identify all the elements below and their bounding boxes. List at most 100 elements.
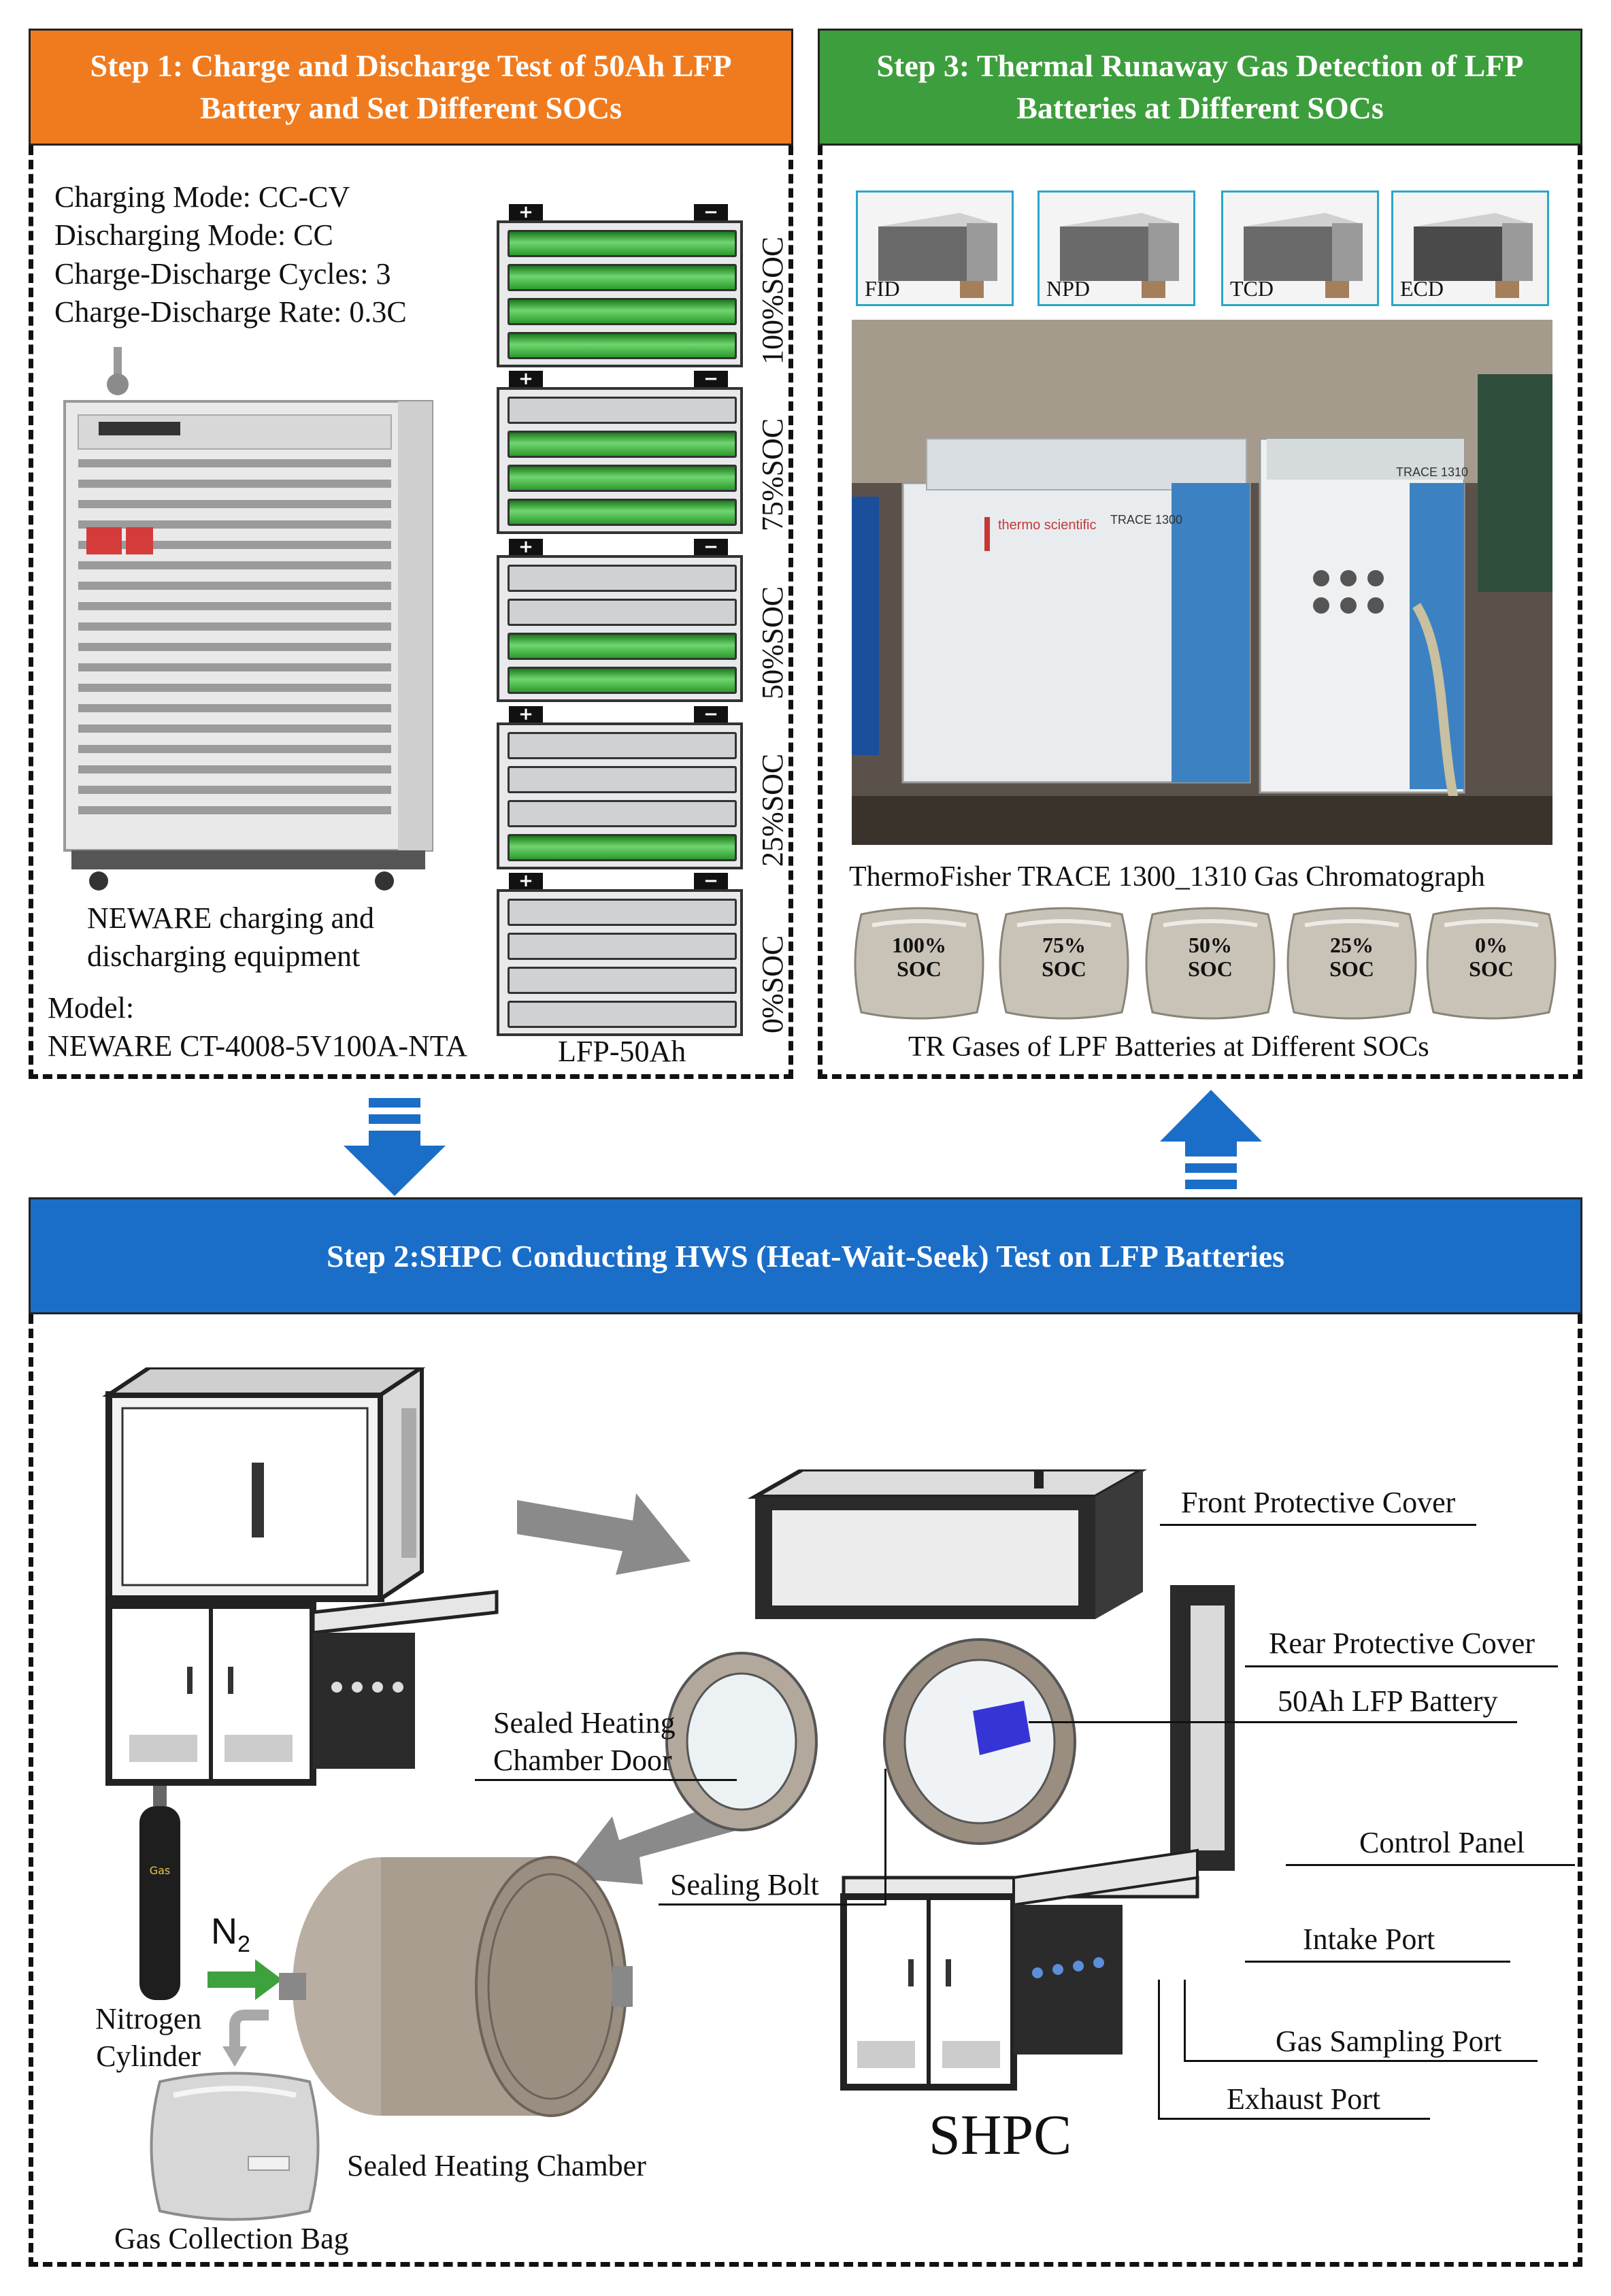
- battery-plus-terminal: +: [509, 872, 543, 891]
- leader-rear-cover: [1245, 1665, 1558, 1667]
- battery-soc-3: +−: [497, 705, 743, 869]
- leader-bolt-v: [884, 1769, 886, 1905]
- tr-gas-bag-2: 50%SOC: [1143, 905, 1278, 1022]
- leader-front-cover: [1160, 1524, 1476, 1526]
- step3-header: Step 3: Thermal Runaway Gas Detection of…: [818, 29, 1582, 146]
- soc-label-0: 100%SOC: [756, 236, 789, 365]
- tr-gas-bag-1: 75%SOC: [997, 905, 1131, 1022]
- label-cylinder: Nitrogen Cylinder: [95, 2000, 201, 2075]
- detector-label: ECD: [1400, 276, 1444, 301]
- tr-gas-bag-0: 100%SOC: [852, 905, 986, 1022]
- detector-module-icon: [878, 213, 997, 298]
- gas-bag-percent: 0%: [1475, 933, 1508, 957]
- n2-text: N: [211, 1911, 237, 1952]
- gas-bag-soc: SOC: [1188, 956, 1233, 982]
- battery-plus-terminal: +: [509, 705, 543, 724]
- battery-minus-terminal: −: [694, 203, 728, 222]
- label-sampling: Gas Sampling Port: [1276, 2025, 1502, 2058]
- gray-arrow-right: [517, 1493, 691, 1575]
- tr-gas-bag-4: 0%SOC: [1424, 905, 1559, 1022]
- label-front-cover: Front Protective Cover: [1181, 1486, 1456, 1519]
- battery-case: [497, 387, 743, 534]
- gas-bag-soc: SOC: [1042, 956, 1086, 982]
- gas-bag-soc: SOC: [1469, 956, 1514, 982]
- detector-tcd: TCD: [1221, 190, 1379, 306]
- step3-title-line1: Step 3: Thermal Runaway Gas Detection of…: [876, 48, 1524, 83]
- step3-panel: [818, 146, 1582, 1079]
- detector-module-icon: [1414, 213, 1533, 298]
- detector-fid: FID: [856, 190, 1014, 306]
- charged-cell: [508, 264, 737, 291]
- equipment-caption-line2: discharging equipment: [87, 939, 361, 974]
- label-chamber: Sealed Heating Chamber: [347, 2149, 646, 2182]
- gas-bag-percent: 100%: [892, 933, 946, 957]
- empty-cell: [508, 899, 737, 926]
- shpc-exploded-image: [665, 1469, 1235, 2091]
- soc-label-1: 75%SOC: [756, 418, 789, 531]
- gas-bag-percent: 50%: [1189, 933, 1232, 957]
- gc-model-1: TRACE 1300: [1110, 513, 1182, 527]
- detector-module-icon: [1244, 213, 1363, 298]
- empty-cell: [508, 599, 737, 626]
- battery-soc-0: +−: [497, 203, 743, 367]
- empty-cell: [508, 732, 737, 759]
- charged-cell: [508, 465, 737, 492]
- step2-header: Step 2:SHPC Conducting HWS (Heat-Wait-Se…: [29, 1197, 1582, 1314]
- soc-label-4: 0%SOC: [756, 935, 789, 1033]
- leader-exhaust-v: [1158, 1980, 1160, 2119]
- gas-bag-soc: SOC: [1329, 956, 1374, 982]
- empty-cell: [508, 397, 737, 424]
- leader-sampling-v: [1184, 1980, 1186, 2061]
- label-door-line1: Sealed Heating: [493, 1706, 676, 1740]
- gas-bag-label: 100%SOC: [852, 933, 986, 981]
- battery-soc-1: +−: [497, 370, 743, 534]
- model-label: Model:: [48, 991, 135, 1025]
- leader-intake: [1245, 1961, 1510, 1963]
- tr-gas-bag-3: 25%SOC: [1284, 905, 1419, 1022]
- gas-bag-icon: [854, 907, 984, 1020]
- label-bag: Gas Collection Bag: [114, 2222, 349, 2255]
- shpc-overview-image: [102, 1367, 499, 1786]
- charged-cell: [508, 667, 737, 694]
- spec-charging-mode: Charging Mode: CC-CV: [54, 180, 350, 214]
- detector-npd: NPD: [1037, 190, 1195, 306]
- charged-cell: [508, 499, 737, 526]
- green-arrow-n2: [207, 1959, 282, 2000]
- leader-sampling: [1184, 2060, 1538, 2062]
- label-intake: Intake Port: [1303, 1923, 1435, 1956]
- soc-label-2: 50%SOC: [756, 586, 789, 699]
- gas-bag-icon: [999, 907, 1129, 1020]
- charged-cell: [508, 633, 737, 660]
- battery-minus-terminal: −: [694, 370, 728, 388]
- label-exhaust: Exhaust Port: [1227, 2082, 1381, 2116]
- step3-title-line2: Batteries at Different SOCs: [1016, 90, 1384, 125]
- gray-curved-arrow: [222, 2010, 269, 2067]
- battery-minus-terminal: −: [694, 538, 728, 556]
- battery-soc-4: +−: [497, 872, 743, 1036]
- battery-minus-terminal: −: [694, 705, 728, 724]
- spec-discharging-mode: Discharging Mode: CC: [54, 218, 333, 252]
- charged-cell: [508, 834, 737, 861]
- battery-plus-terminal: +: [509, 370, 543, 388]
- charged-cell: [508, 431, 737, 458]
- empty-cell: [508, 933, 737, 960]
- gas-bag-soc: SOC: [897, 956, 942, 982]
- battery-case: [497, 555, 743, 702]
- battery-plus-terminal: +: [509, 203, 543, 222]
- label-shpc: SHPC: [929, 2103, 1072, 2167]
- label-cylinder-line1: Nitrogen: [95, 2002, 202, 2035]
- battery-soc-2: +−: [497, 538, 743, 702]
- label-door: Sealed Heating Chamber Door: [493, 1704, 676, 1779]
- gas-bag-label: 25%SOC: [1284, 933, 1419, 981]
- gc-caption: ThermoFisher TRACE 1300_1310 Gas Chromat…: [849, 861, 1485, 893]
- label-rear-cover: Rear Protective Cover: [1269, 1627, 1535, 1660]
- step1-specs: Charging Mode: CC-CV Discharging Mode: C…: [54, 178, 407, 331]
- gc-brand-text: thermo scientific: [998, 518, 1097, 533]
- equipment-caption: NEWARE charging and discharging equipmen…: [87, 899, 374, 976]
- gas-bag-percent: 25%: [1330, 933, 1374, 957]
- sealed-heating-chamber-image: [279, 1856, 633, 2117]
- detector-label: TCD: [1230, 276, 1274, 301]
- down-arrow-step1-to-step2: [344, 1098, 446, 1196]
- model-value: NEWARE CT-4008-5V100A-NTA: [48, 1029, 467, 1063]
- detector-label: NPD: [1046, 276, 1091, 301]
